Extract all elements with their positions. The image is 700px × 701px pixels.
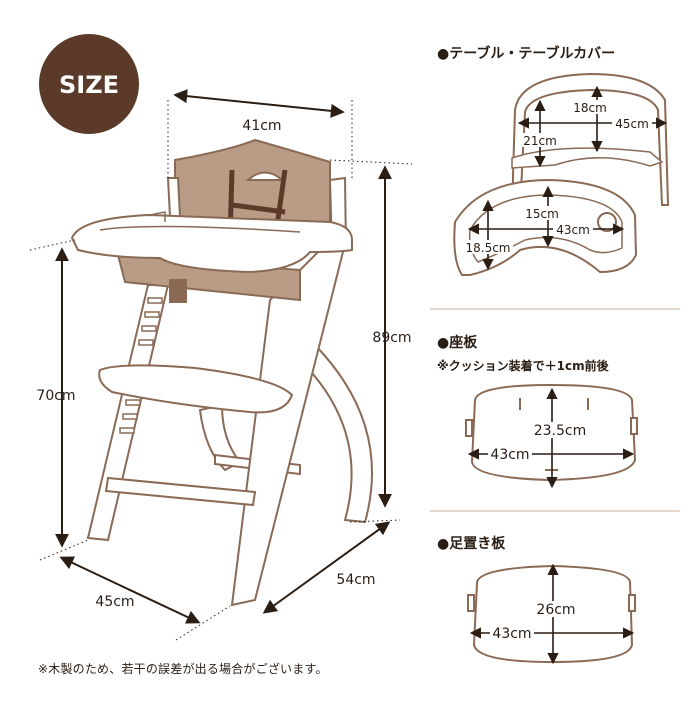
tray-cover-shape	[510, 72, 670, 211]
high-chair-illustration	[70, 138, 374, 607]
seat-section-heading: ●座板	[437, 334, 478, 351]
seat-depth-label: 23.5cm	[534, 423, 587, 439]
tray-dimension-arrows	[467, 85, 668, 271]
chair-dimension-arrows	[55, 89, 392, 624]
seat-width-label: 43cm	[490, 447, 529, 463]
table-depth-label: 15cm	[525, 207, 559, 221]
size-badge-label: SIZE	[59, 71, 119, 99]
cover-width-label: 45cm	[615, 117, 649, 131]
adjust-slots-left	[119, 297, 163, 434]
footrest-dimension-labels: 26cm 43cm	[490, 601, 582, 642]
label-width-top: 41cm	[242, 118, 281, 134]
seat-section-subnote: ※クッション装着で＋1cm前後	[437, 358, 610, 373]
table-depth2-label: 18.5cm	[465, 241, 510, 255]
tray-table	[70, 213, 353, 274]
cover-depth-label: 18cm	[573, 101, 607, 115]
tray-section-heading: ●テーブル・テーブルカバー	[437, 45, 615, 62]
footrest-section-heading: ●足置き板	[437, 535, 506, 552]
left-rail	[86, 284, 170, 542]
arrow-width-base	[262, 521, 391, 614]
tray-inner-edge	[99, 225, 301, 233]
guide-lines	[29, 100, 413, 641]
footrest-depth-label: 26cm	[536, 602, 575, 618]
footrest-board	[98, 364, 294, 414]
tray-lip	[149, 211, 166, 222]
bottom-bar	[104, 476, 257, 507]
tray-table-shape	[453, 178, 638, 276]
label-depth-base: 45cm	[95, 594, 134, 610]
back-cushion	[174, 138, 331, 239]
table-width-label: 43cm	[556, 223, 590, 237]
label-width-base: 54cm	[336, 572, 375, 588]
crotch-strap	[169, 279, 187, 303]
footnote: ※木製のため、若干の誤差が出る場合がございます。	[38, 662, 328, 676]
size-badge: SIZE	[39, 34, 139, 134]
chair-dimension-labels: 41cm 89cm 70cm 45cm 54cm	[36, 118, 411, 610]
arrow-depth-base	[59, 556, 201, 624]
label-height-total: 89cm	[372, 330, 411, 346]
footrest-width-label: 43cm	[492, 626, 531, 642]
tray-dimension-labels: 18cm 45cm 21cm 15cm 43cm 18.5cm	[463, 100, 652, 255]
arrow-width-top	[173, 89, 345, 118]
seat-dimension-labels: 23.5cm 43cm	[488, 422, 588, 463]
cover-depth2-label: 21cm	[523, 134, 557, 148]
label-height-front: 70cm	[36, 388, 75, 404]
